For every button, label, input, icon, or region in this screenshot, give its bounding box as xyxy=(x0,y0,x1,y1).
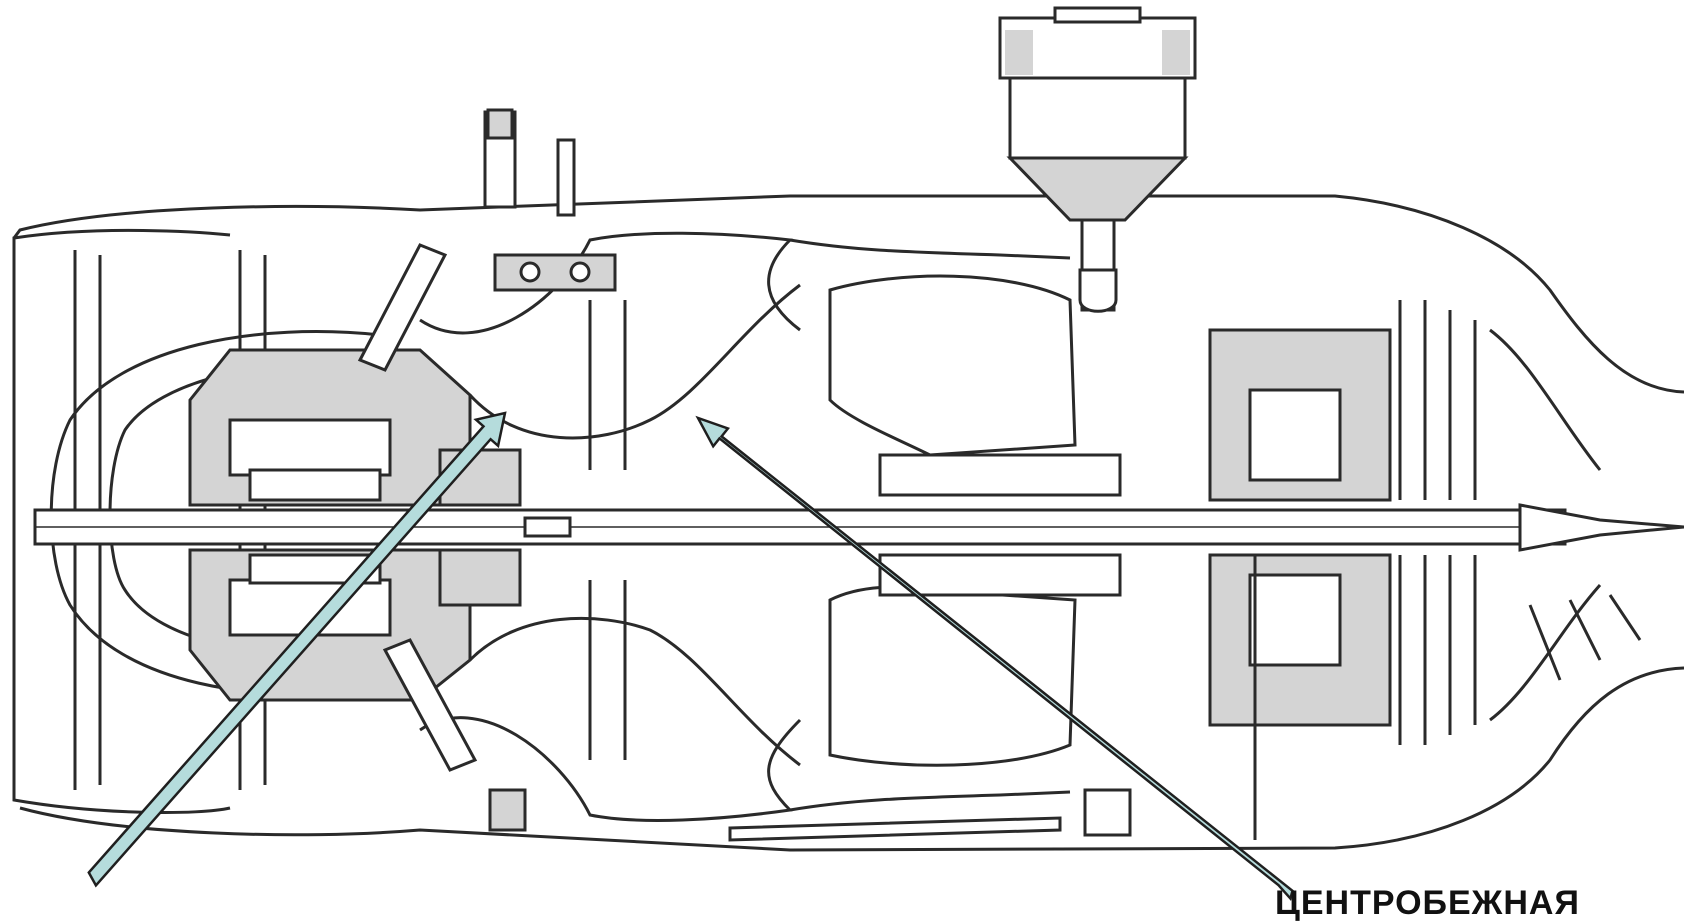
nozzle-upper xyxy=(1489,328,1602,471)
fitting-tall-cap xyxy=(486,108,514,140)
fitting-base xyxy=(493,253,617,292)
combustion-section xyxy=(789,238,1122,812)
bearing-housing-upper-1 xyxy=(228,418,392,477)
bearing-housing-upper-2 xyxy=(248,468,382,502)
fitting-slim xyxy=(556,138,576,217)
combustor-inner-wall-upper xyxy=(878,453,1122,497)
duct-upper-inner xyxy=(468,283,801,440)
canister-cap-shade-left xyxy=(1005,30,1033,75)
lower-fuel-line xyxy=(728,816,1062,842)
air-duct-upper xyxy=(419,231,801,470)
upper-intake-lip xyxy=(12,228,231,815)
fitting-bolt-2 xyxy=(569,261,591,283)
fitting-bolt-1 xyxy=(519,261,541,283)
duct-upper-outer xyxy=(419,231,801,335)
duct-lower-outer xyxy=(419,716,802,822)
lower-fitting xyxy=(488,788,527,832)
air-duct-lower xyxy=(419,580,802,822)
lower-outer-wall xyxy=(19,666,1684,852)
compressor-upper xyxy=(188,348,522,507)
upper-outer-wall xyxy=(12,194,1684,394)
turbine-blades-lower xyxy=(1398,555,1477,745)
turbine-bearing-upper xyxy=(1248,388,1342,482)
canister-funnel xyxy=(1006,156,1189,222)
combustion-casing-upper xyxy=(789,238,1071,260)
strut-upper-angled xyxy=(357,243,448,372)
nozzle-lower xyxy=(1489,584,1602,722)
shaft-nut xyxy=(523,516,572,538)
turbine-blades-upper xyxy=(1398,300,1477,500)
duct-lower-inner xyxy=(468,616,801,767)
caption-label: ЦЕНТРОБЕЖНАЯ xyxy=(1275,884,1580,922)
nozzle-vanes-lower xyxy=(1528,594,1642,681)
combustion-casing-lower xyxy=(789,790,1071,812)
turbine-section xyxy=(1208,300,1477,840)
canister-body xyxy=(1008,76,1187,160)
combustion-liner-upper xyxy=(828,274,1077,457)
left-callout-arrow xyxy=(87,411,507,888)
top-canister xyxy=(998,6,1197,313)
canister-stem-bulb xyxy=(1078,268,1118,313)
top-fittings-front xyxy=(483,108,617,292)
main-shaft xyxy=(33,503,1684,552)
right-callout-arrow xyxy=(695,415,1294,902)
lower-accessory-rail xyxy=(488,788,1132,842)
canister-cap-shade-right xyxy=(1162,30,1190,75)
strut-lower-angled xyxy=(382,638,478,772)
lower-valve xyxy=(1083,788,1132,837)
front-struts xyxy=(357,243,478,772)
combustion-liner-lower xyxy=(828,585,1077,767)
canister-cap-knob xyxy=(1053,6,1142,24)
turbine-bearing-lower xyxy=(1248,573,1342,667)
combustor-inner-wall-lower xyxy=(878,553,1122,597)
exhaust-nozzle xyxy=(1489,328,1642,722)
bearing-block-lower xyxy=(438,548,522,607)
callout-arrows xyxy=(87,411,1294,902)
shaft-tail-cone xyxy=(1518,503,1684,552)
